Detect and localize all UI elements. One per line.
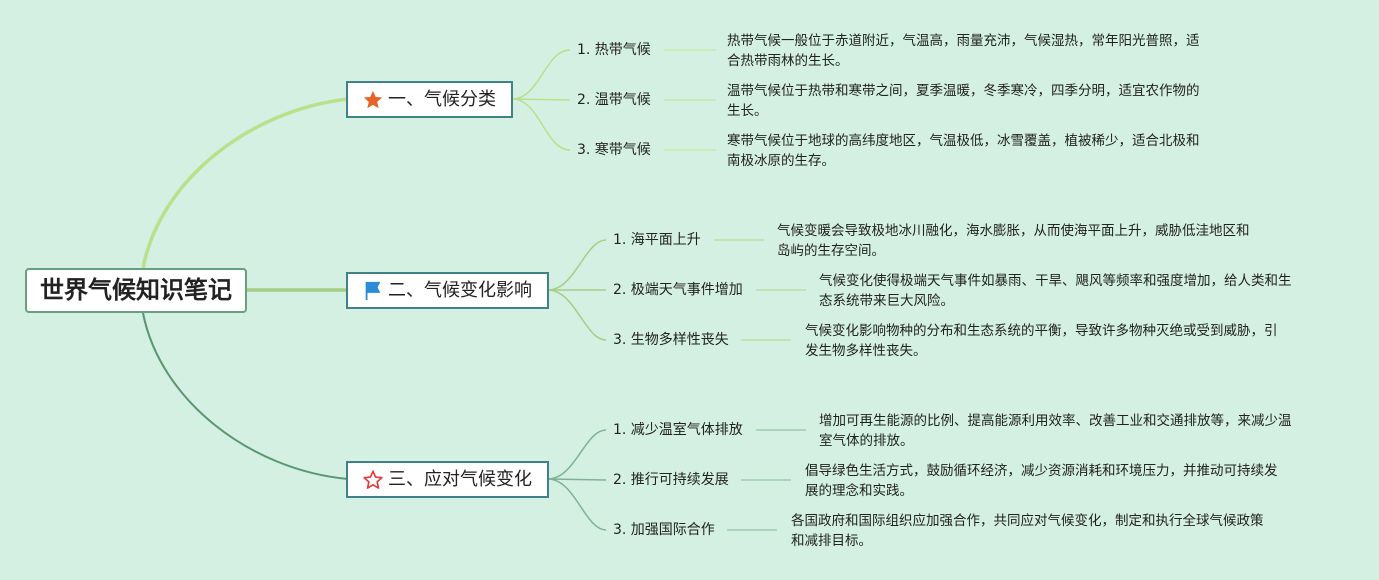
- connector-b2-s1: [547, 239, 607, 291]
- connector-root-branch-3: [142, 312, 349, 480]
- sub-item-description: 气候变暖会导致极地冰川融化，海水膨胀，从而使海平面上升，威胁低洼地区和岛屿的生存…: [777, 223, 1250, 259]
- connector-b3-s3: [547, 478, 607, 531]
- root-node[interactable]: 世界气候知识笔记: [25, 268, 247, 313]
- sub-item-description: 气候变化使得极端天气事件如暴雨、干旱、飓风等频率和强度增加，给人类和生态系统带来…: [819, 273, 1292, 309]
- sub-item-polar[interactable]: 3. 寒带气候: [577, 142, 651, 158]
- connector-b2-s3: [547, 289, 607, 341]
- sub-item-biodiversity-loss[interactable]: 3. 生物多样性丧失: [613, 332, 729, 348]
- sub-item-description: 热带气候一般位于赤道附近，气温高，雨量充沛，气候湿热，常年阳光普照，适合热带雨林…: [727, 33, 1200, 69]
- sub-item-description: 温带气候位于热带和寒带之间，夏季温暖，冬季寒冷，四季分明，适宜农作物的生长。: [727, 83, 1200, 119]
- branch-title: 三、应对气候变化: [388, 469, 532, 490]
- star-outline-icon: [362, 469, 384, 491]
- connector-b1-s1: [511, 49, 571, 100]
- sub-item-temperate[interactable]: 2. 温带气候: [577, 92, 651, 108]
- sub-item-sea-level-rise[interactable]: 1. 海平面上升: [613, 232, 701, 248]
- sub-item-international-cooperation[interactable]: 3. 加强国际合作: [613, 522, 715, 538]
- sub-item-sustainable-development[interactable]: 2. 推行可持续发展: [613, 472, 729, 488]
- flag-icon: [362, 280, 384, 302]
- branch-title: 二、气候变化影响: [388, 280, 532, 301]
- sub-item-description: 寒带气候位于地球的高纬度地区，气温极低，冰雪覆盖，植被稀少，适合北极和南极冰原的…: [727, 133, 1200, 169]
- branch-node-climate-change-impact[interactable]: 二、气候变化影响: [346, 272, 549, 309]
- branch-title: 一、气候分类: [388, 89, 496, 110]
- connector-root-branch-1: [141, 97, 349, 269]
- connector-b1-s3: [511, 98, 571, 151]
- sub-item-tropical[interactable]: 1. 热带气候: [577, 42, 651, 58]
- root-title: 世界气候知识笔记: [40, 276, 232, 304]
- sub-item-reduce-emissions[interactable]: 1. 减少温室气体排放: [613, 422, 743, 438]
- connector-b1-s2: [511, 98, 571, 101]
- branch-node-climate-classification[interactable]: 一、气候分类: [346, 81, 513, 118]
- sub-item-extreme-weather[interactable]: 2. 极端天气事件增加: [613, 282, 743, 298]
- star-filled-icon: [362, 89, 384, 111]
- sub-item-description: 各国政府和国际组织应加强合作，共同应对气候变化，制定和执行全球气候政策和减排目标…: [791, 513, 1264, 549]
- connector-b3-s2: [547, 478, 607, 481]
- branch-node-climate-response[interactable]: 三、应对气候变化: [346, 461, 549, 498]
- connector-b3-s1: [547, 429, 607, 480]
- sub-item-description: 倡导绿色生活方式，鼓励循环经济，减少资源消耗和环境压力，并推动可持续发展的理念和…: [805, 463, 1278, 499]
- sub-item-description: 气候变化影响物种的分布和生态系统的平衡，导致许多物种灭绝或受到威胁，引发生物多样…: [805, 323, 1278, 359]
- sub-item-description: 增加可再生能源的比例、提高能源利用效率、改善工业和交通排放等，来减少温室气体的排…: [819, 413, 1292, 449]
